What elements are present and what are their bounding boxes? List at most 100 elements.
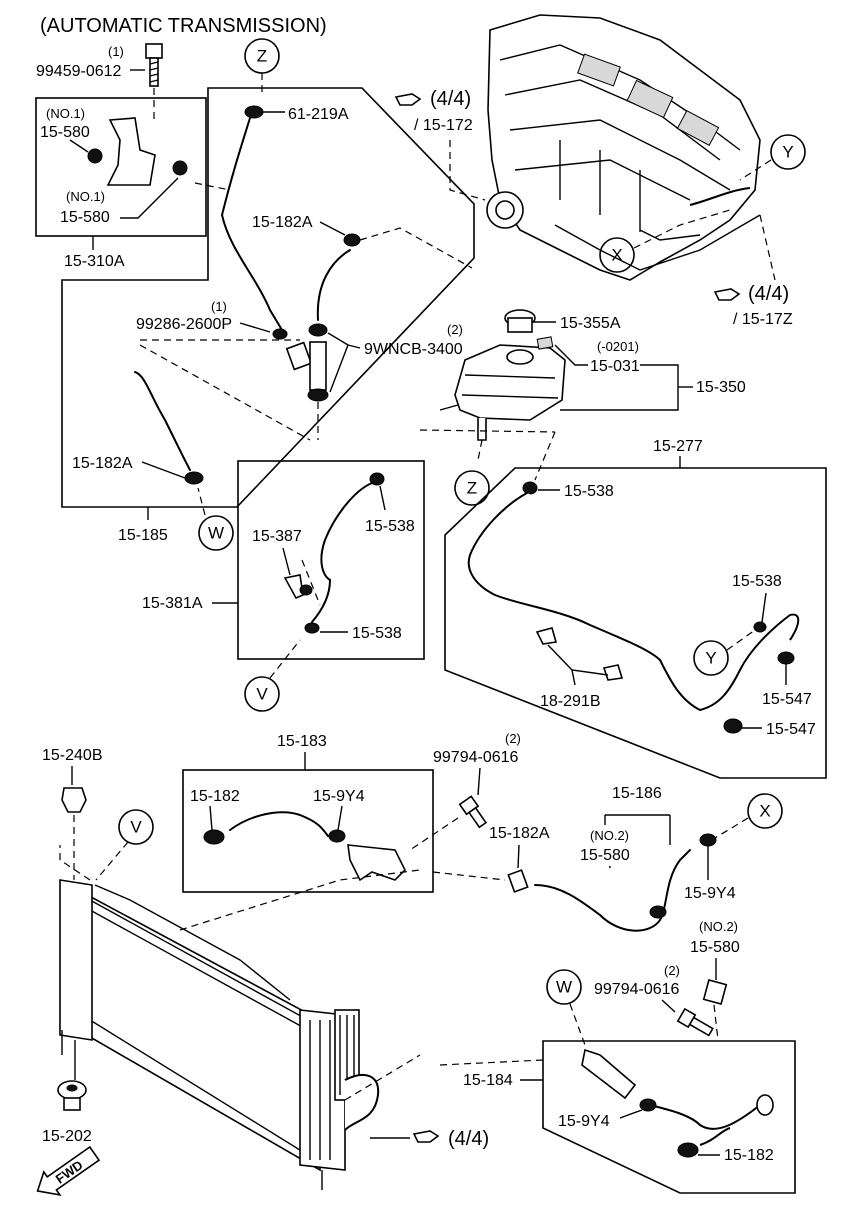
label-15-9Y4-a: 15-9Y4: [313, 788, 365, 805]
svg-text:(NO.2): (NO.2): [590, 828, 629, 843]
label-15-310A: 15-310A: [64, 253, 125, 270]
svg-text:(2): (2): [447, 322, 463, 337]
marker-x-hose: [747, 793, 783, 829]
label-15-182: 15-182: [190, 788, 240, 805]
svg-text:(1): (1): [211, 299, 227, 314]
group-15-381A: 15-538 15-387 15-381A 15-538 V: [142, 460, 425, 712]
label-99794-0616-a: 99794-0616: [433, 749, 519, 766]
label-15-240B: 15-240B: [42, 747, 103, 764]
label-99286-2600P: 99286-2600P: [136, 316, 232, 333]
svg-text:V: V: [130, 818, 142, 837]
group-15-185: Z 61-219A 15-182A (1) 99286-2600P (2) 9W…: [61, 38, 475, 551]
svg-text:(NO.1): (NO.1): [46, 106, 85, 121]
bolt-icon: [458, 795, 488, 829]
label-15-185: 15-185: [118, 527, 168, 544]
svg-text:Y: Y: [705, 649, 716, 668]
clip-icon: [283, 574, 304, 600]
label-15-350: 15-350: [696, 379, 746, 396]
label-15-202: 15-202: [42, 1128, 92, 1145]
reference-bottom[interactable]: (4/4): [370, 1128, 489, 1150]
marker-v-radiator: [118, 809, 154, 845]
pipe-fitting-icon: [581, 1048, 637, 1100]
marker-v-mid: [244, 676, 280, 712]
label-15-580-d: 15-580: [690, 939, 740, 956]
svg-text:X: X: [759, 802, 770, 821]
svg-text:V: V: [256, 685, 268, 704]
bolt-icon: [145, 43, 163, 87]
label-15-182A-left: 15-182A: [72, 455, 133, 472]
label-15-183: 15-183: [277, 733, 327, 750]
fwd-arrow: FWD: [36, 1145, 101, 1197]
ref-page-top: (4/4): [430, 88, 471, 110]
svg-text:W: W: [208, 524, 224, 543]
svg-text:X: X: [611, 246, 622, 265]
bolt-icon: [676, 1007, 714, 1037]
hand-pointer-icon: [412, 1130, 440, 1143]
group-15-277: 15-277 15-538 15-538 Y 18-291B 15-547 15…: [444, 438, 827, 779]
label-15-547-b: 15-547: [766, 721, 816, 738]
ref-sub-top: / 15-172: [414, 117, 473, 134]
pipe-fitting-icon: [347, 844, 406, 882]
group-15-186: 15-186 15-182A (NO.2) 15-580 15-9Y4 X: [489, 785, 783, 932]
marker-x-engine: X: [599, 209, 731, 273]
radiator-illustration: 15-240B V 15-202: [42, 747, 421, 1190]
label-15-580-b: 15-580: [60, 209, 110, 226]
svg-text:Z: Z: [467, 479, 477, 498]
svg-text:Z: Z: [257, 47, 267, 66]
drain-plug-icon: [61, 787, 87, 813]
label-15-580-c: 15-580: [580, 847, 630, 864]
group-15-184: (NO.2) 15-580 W (2) 99794-0616 15-184 15…: [439, 919, 796, 1194]
label-15-9Y4-c: 15-9Y4: [558, 1113, 610, 1130]
svg-text:(NO.2): (NO.2): [699, 919, 738, 934]
hand-pointer-icon: [713, 288, 741, 301]
marker-y-engine: Y: [739, 134, 806, 181]
svg-text:(2): (2): [664, 963, 680, 978]
marker-z-mid: [454, 470, 490, 506]
ref-page-bottom: (4/4): [448, 1128, 489, 1150]
label-61-219A: 61-219A: [288, 106, 349, 123]
bracket-icon: [106, 117, 156, 186]
reference-top[interactable]: (4/4) / 15-172: [394, 88, 486, 201]
reservoir-tank-icon: [454, 344, 566, 421]
label-15-182-bot: 15-182: [724, 1147, 774, 1164]
svg-text:(-0201): (-0201): [597, 339, 639, 354]
clip-icon: [535, 627, 558, 645]
label-18-291B: 18-291B: [540, 693, 601, 710]
label-15-184: 15-184: [463, 1072, 513, 1089]
marker-w-mid: [198, 515, 234, 551]
marker-y-hose: [693, 640, 729, 676]
label-99459-0612: 99459-0612: [36, 63, 122, 80]
ref-sub-right: / 15-17Z: [733, 311, 793, 328]
group-15-350: 15-355A (-0201) 15-031 15-350 Z: [419, 309, 746, 506]
label-15-538-b: 15-538: [365, 518, 415, 535]
label-15-031: 15-031: [590, 358, 640, 375]
clip-icon: [602, 664, 624, 681]
label-15-381A: 15-381A: [142, 595, 203, 612]
ref-page-right: (4/4): [748, 283, 789, 305]
label-15-538-a: 15-538: [564, 483, 614, 500]
svg-text:W: W: [556, 978, 572, 997]
engine-block-illustration: [486, 14, 761, 281]
svg-text:Y: Y: [782, 143, 793, 162]
reference-right[interactable]: (4/4) / 15-17Z: [713, 214, 793, 328]
label-99794-0616-b: 99794-0616: [594, 981, 680, 998]
hand-pointer-icon: [394, 93, 422, 106]
svg-text:(NO.1): (NO.1): [66, 189, 105, 204]
label-15-186: 15-186: [612, 785, 662, 802]
group-15-310A: (1) 99459-0612 (NO.1) 15-580 (NO.1) 15-5…: [35, 43, 231, 270]
label-15-580-a: 15-580: [40, 124, 90, 141]
svg-text:(1): (1): [108, 44, 124, 59]
group-15-183: 15-183 15-182 15-9Y4 (2) 99794-0616: [182, 731, 521, 893]
label-15-355A: 15-355A: [560, 315, 621, 332]
label-15-182A-top: 15-182A: [252, 214, 313, 231]
label-15-182A-bot: 15-182A: [489, 825, 550, 842]
label-15-387: 15-387: [252, 528, 302, 545]
label-15-547-a: 15-547: [762, 691, 812, 708]
diagram-title: (AUTOMATIC TRANSMISSION): [40, 15, 327, 37]
label-15-538-c: 15-538: [352, 625, 402, 642]
svg-text:(2): (2): [505, 731, 521, 746]
label-15-538-d: 15-538: [732, 573, 782, 590]
label-15-9Y4-b: 15-9Y4: [684, 885, 736, 902]
